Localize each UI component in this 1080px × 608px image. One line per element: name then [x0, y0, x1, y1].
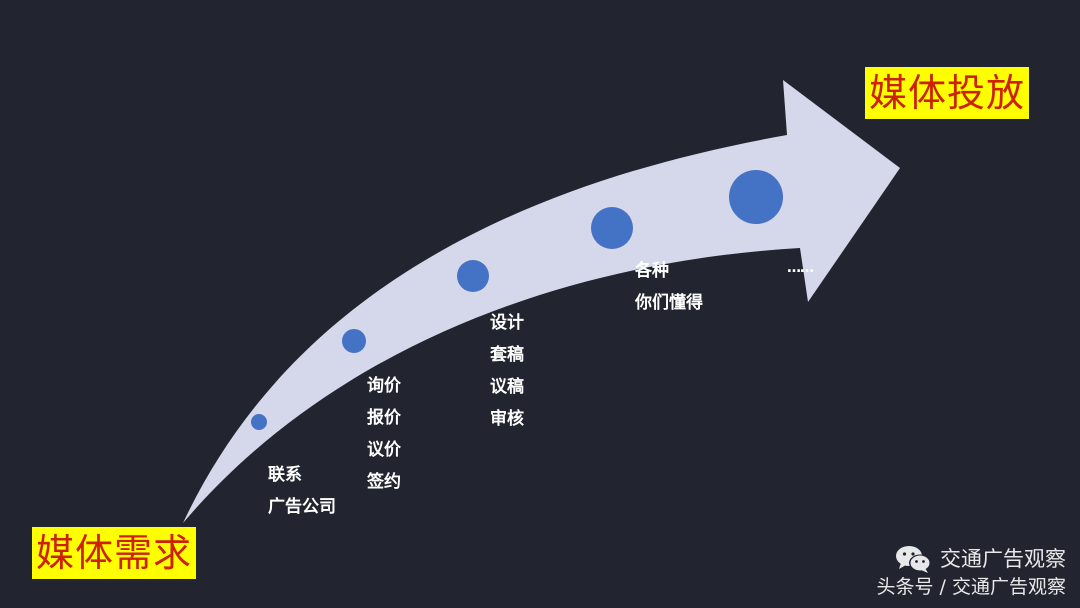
step-4-line-2: 你们懂得	[635, 293, 703, 313]
start-label: 媒体需求	[32, 527, 197, 579]
watermark: 交通广告观察 头条号 / 交通广告观察	[877, 544, 1066, 600]
step-3-line-4: 审核	[490, 409, 524, 429]
watermark-row-1: 交通广告观察	[877, 544, 1066, 574]
step-3-line-1: 设计	[490, 313, 524, 333]
step-4-line-1: 各种	[635, 261, 669, 281]
step-dot-1	[251, 414, 267, 430]
step-2-line-2: 报价	[367, 408, 401, 428]
step-1-text: 联系 广告公司	[268, 459, 336, 523]
step-2-line-4: 签约	[367, 472, 401, 492]
step-1-line-2: 广告公司	[268, 497, 336, 517]
watermark-row-2: 头条号 / 交通广告观察	[876, 576, 1066, 598]
step-5-ellipsis: ……	[787, 260, 814, 276]
step-2-text: 询价 报价 议价 签约	[367, 370, 401, 498]
step-dot-2	[342, 329, 366, 353]
watermark-account-name: 交通广告观察	[940, 547, 1066, 571]
step-4-text: 各种 你们懂得	[635, 255, 703, 319]
step-2-line-1: 询价	[367, 376, 401, 396]
wechat-icon	[896, 546, 931, 573]
step-3-line-3: 议稿	[490, 377, 524, 397]
step-3-line-2: 套稿	[490, 345, 524, 365]
step-1-line-1: 联系	[268, 465, 302, 485]
step-dot-3	[457, 260, 489, 292]
arrow-shape	[183, 80, 900, 523]
end-label: 媒体投放	[865, 67, 1030, 119]
step-2-line-3: 议价	[367, 440, 401, 460]
step-3-text: 设计 套稿 议稿 审核	[490, 307, 524, 435]
step-dot-5	[729, 170, 783, 224]
step-dot-4	[591, 207, 633, 249]
